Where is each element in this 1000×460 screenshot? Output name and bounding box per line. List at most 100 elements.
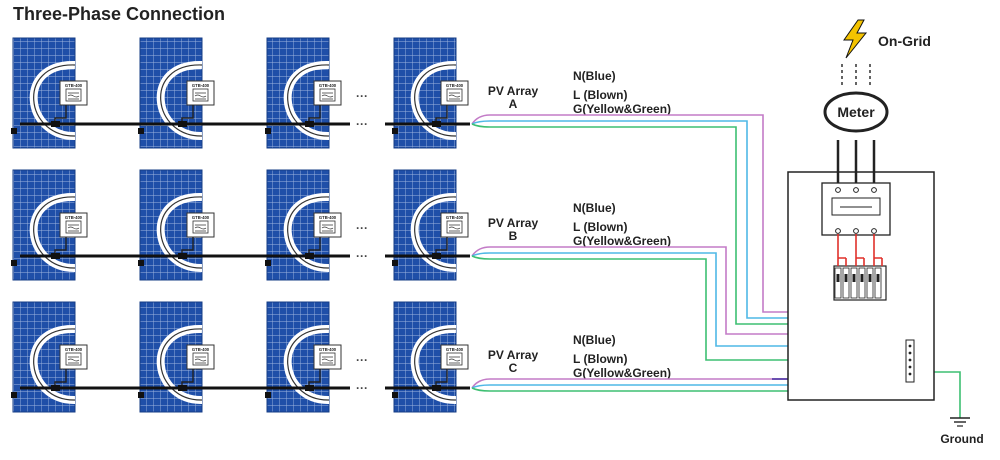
wire-ground	[471, 255, 906, 361]
solar-panel-module: GTB-400	[11, 301, 88, 413]
cable-loop-line	[414, 64, 457, 137]
breaker-toggle	[852, 274, 856, 282]
cable-loop-line	[414, 196, 457, 269]
panel-connector	[392, 392, 398, 398]
continuation-mark: ···	[356, 221, 368, 235]
breaker-pole	[850, 267, 858, 299]
wire-label-neutral: N(Blue)	[573, 69, 616, 83]
continuation-mark: ···	[356, 353, 368, 367]
breaker-pole	[858, 267, 866, 299]
ground-label: Ground	[940, 432, 983, 446]
panel-connector	[392, 128, 398, 134]
wire-label-line: L (Blown)	[573, 220, 627, 234]
inverter-display	[319, 220, 336, 234]
inverter-symbol	[194, 92, 207, 100]
panel-connector	[138, 128, 144, 134]
cable-loop-line	[160, 328, 203, 401]
meter-label: Meter	[837, 104, 875, 120]
inverter-label: GTB-400	[319, 215, 337, 220]
bus-bar-screw	[908, 358, 912, 362]
wire-label-line: L (Blown)	[573, 88, 627, 102]
inverter-label: GTB-400	[446, 215, 464, 220]
cable-loop-line	[287, 328, 330, 401]
wire-label-ground: G(Yellow&Green)	[573, 234, 671, 248]
bus-bar-screw	[908, 344, 912, 348]
bus-bar-screw	[908, 372, 912, 376]
meter-circle	[823, 91, 889, 133]
wire-line	[471, 300, 839, 389]
meter-terminal	[871, 187, 877, 193]
breaker-toggle	[876, 274, 880, 282]
continuation-mark: ···	[356, 89, 368, 103]
wire-label-line: L (Blown)	[573, 352, 627, 366]
pv-array-label: PV Array	[488, 348, 539, 362]
inverter-label: GTB-400	[65, 83, 83, 88]
breaker-toggle	[844, 274, 848, 282]
solar-panel-module: GTB-400	[11, 169, 88, 281]
wire-neutral	[471, 300, 871, 389]
diagram-title: Three-Phase Connection	[13, 4, 226, 24]
cable-loop-line	[414, 328, 457, 401]
inverter-label: GTB-400	[192, 347, 210, 352]
inverter-display	[319, 352, 336, 366]
panel-connector	[265, 392, 271, 398]
inverter-label: GTB-400	[319, 83, 337, 88]
solar-panel-module: GTB-400	[392, 169, 469, 281]
solar-panel-module: GTB-400	[392, 37, 469, 149]
wire-line	[471, 114, 821, 313]
breaker-pole	[834, 267, 842, 299]
ground-symbol-icon	[950, 417, 970, 427]
breaker-pole	[874, 267, 882, 299]
inverter-display	[446, 88, 463, 102]
inverter-symbol	[448, 356, 461, 364]
inverter-display	[192, 88, 209, 102]
solar-panel-module: GTB-400	[265, 37, 342, 149]
circuit-breaker	[833, 257, 887, 301]
bus-bar-screw	[908, 351, 912, 355]
solar-panel-module: GTB-400	[265, 169, 342, 281]
inverter-display	[65, 220, 82, 234]
wire-label-neutral: N(Blue)	[573, 333, 616, 347]
inverter-symbol	[321, 224, 334, 232]
inverter-symbol	[194, 356, 207, 364]
inverter-symbol	[448, 224, 461, 232]
meter-terminal	[853, 187, 859, 193]
pv-array-label: PV Array	[488, 84, 539, 98]
inverter-display	[446, 220, 463, 234]
solar-panel-module: GTB-400	[11, 37, 88, 149]
solar-panel-module: GTB-400	[138, 169, 215, 281]
cable-loop-line	[160, 64, 203, 137]
solar-panel-module: GTB-400	[138, 37, 215, 149]
cable-loop-line	[287, 64, 330, 137]
inverter-display	[65, 88, 82, 102]
meter-terminal	[871, 228, 877, 234]
inverter-symbol	[194, 224, 207, 232]
panel-connector	[138, 260, 144, 266]
inverter-label: GTB-400	[65, 347, 83, 352]
cable-loop-line	[33, 196, 76, 269]
inverter-display	[192, 220, 209, 234]
panel-connector	[11, 260, 17, 266]
wire-label-ground: G(Yellow&Green)	[573, 366, 671, 380]
wire-label-ground: G(Yellow&Green)	[573, 102, 671, 116]
inverter-symbol	[321, 92, 334, 100]
inverter-label: GTB-400	[446, 83, 464, 88]
panel-connector	[392, 260, 398, 266]
inverter-display	[192, 352, 209, 366]
breaker-pole	[866, 267, 874, 299]
panel-connector	[11, 128, 17, 134]
wire-ground	[471, 387, 906, 392]
pv-array-letter: A	[509, 97, 518, 111]
solar-panel-module: GTB-400	[138, 301, 215, 413]
panel-connector	[138, 392, 144, 398]
inverter-label: GTB-400	[446, 347, 464, 352]
inverter-label: GTB-400	[192, 83, 210, 88]
lightning-bolt-icon	[843, 19, 868, 59]
continuation-mark: ···	[356, 249, 368, 263]
panel-connector	[265, 128, 271, 134]
